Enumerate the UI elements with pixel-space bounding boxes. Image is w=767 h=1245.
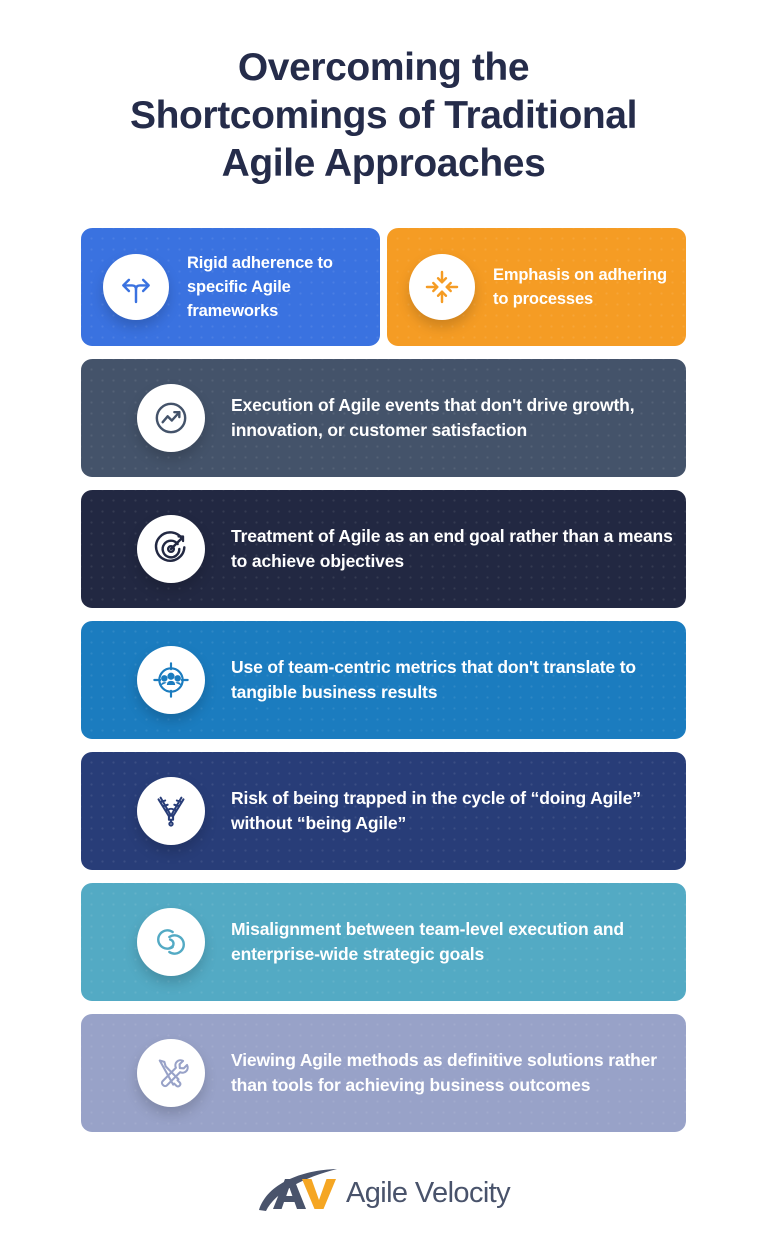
card-team-centric-metrics[interactable]: Use of team-centric metrics that don't t… bbox=[81, 621, 686, 739]
page-title: Overcoming the Shortcomings of Tradition… bbox=[0, 44, 767, 188]
icon-bubble bbox=[137, 384, 205, 452]
card-emphasis-processes[interactable]: Emphasis on adhering to processes bbox=[387, 228, 686, 346]
card-text: Emphasis on adhering to processes bbox=[493, 266, 667, 308]
card-misalignment-strategy[interactable]: Misalignment between team-level executio… bbox=[81, 883, 686, 1001]
brand-logo: Agile Velocity bbox=[0, 1168, 767, 1219]
card-methods-as-solutions[interactable]: Viewing Agile methods as definitive solu… bbox=[81, 1014, 686, 1132]
zipper-icon bbox=[151, 791, 191, 831]
card-agile-as-end-goal[interactable]: Treatment of Agile as an end goal rather… bbox=[81, 490, 686, 608]
converging-arrows-icon bbox=[423, 268, 461, 306]
card-rigid-adherence[interactable]: Rigid adherence to specific Agile framew… bbox=[81, 228, 380, 346]
target-arrow-icon bbox=[151, 529, 191, 569]
card-text: Rigid adherence to specific Agile framew… bbox=[187, 254, 333, 320]
icon-bubble bbox=[137, 515, 205, 583]
icon-bubble bbox=[137, 777, 205, 845]
wrench-screwdriver-icon bbox=[151, 1053, 191, 1093]
av-monogram-icon bbox=[257, 1168, 343, 1219]
card-execution-agile-events[interactable]: Execution of Agile events that don't dri… bbox=[81, 359, 686, 477]
card-text: Viewing Agile methods as definitive solu… bbox=[231, 1049, 657, 1096]
icon-bubble bbox=[409, 254, 475, 320]
brand-name: Agile Velocity bbox=[345, 1177, 511, 1209]
trend-chart-circle-icon bbox=[151, 398, 191, 438]
interlocking-curves-icon bbox=[151, 922, 191, 962]
icon-bubble bbox=[137, 646, 205, 714]
card-text: Execution of Agile events that don't dri… bbox=[231, 394, 635, 441]
card-text: Misalignment between team-level executio… bbox=[231, 918, 624, 965]
diverging-arrows-icon bbox=[117, 268, 155, 306]
icon-bubble bbox=[137, 1039, 205, 1107]
title-line-3: Agile Approaches bbox=[221, 142, 546, 185]
team-crosshair-icon bbox=[151, 660, 191, 700]
card-doing-vs-being-agile[interactable]: Risk of being trapped in the cycle of “d… bbox=[81, 752, 686, 870]
title-line-1: Overcoming the bbox=[237, 46, 530, 89]
card-row-top: Rigid adherence to specific Agile framew… bbox=[81, 228, 686, 346]
card-text: Treatment of Agile as an end goal rather… bbox=[231, 525, 673, 572]
icon-bubble bbox=[137, 908, 205, 976]
title-line-2: Shortcomings of Traditional bbox=[129, 94, 638, 137]
card-text: Use of team-centric metrics that don't t… bbox=[231, 656, 636, 703]
card-list: Rigid adherence to specific Agile framew… bbox=[81, 228, 686, 1132]
card-text: Risk of being trapped in the cycle of “d… bbox=[231, 787, 641, 834]
icon-bubble bbox=[103, 254, 169, 320]
